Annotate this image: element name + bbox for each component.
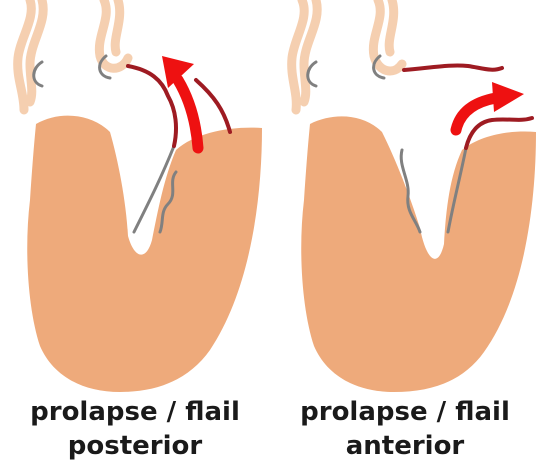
prolapsed-leaflet-left-2 <box>196 80 230 132</box>
anterior-prolapse-diagram <box>270 0 540 400</box>
myocardium-right <box>301 116 536 392</box>
posterior-prolapse-diagram <box>0 0 270 400</box>
regurgitant-jet-left <box>162 56 198 148</box>
posterior-caption-line2: posterior <box>0 430 270 462</box>
anterior-prolapse-panel: prolapse / flail anterior <box>270 0 540 466</box>
prolapsed-leaflet-right-1 <box>404 65 502 70</box>
anterior-caption-line2: anterior <box>270 430 540 462</box>
regurgitant-jet-right <box>456 82 524 130</box>
chordae-right <box>292 0 402 110</box>
myocardium-left <box>27 116 262 392</box>
anterior-caption-line1: prolapse / flail <box>270 396 540 428</box>
chordae-left <box>18 0 128 110</box>
posterior-caption-line1: prolapse / flail <box>0 396 270 428</box>
posterior-prolapse-panel: prolapse / flail posterior <box>0 0 270 466</box>
